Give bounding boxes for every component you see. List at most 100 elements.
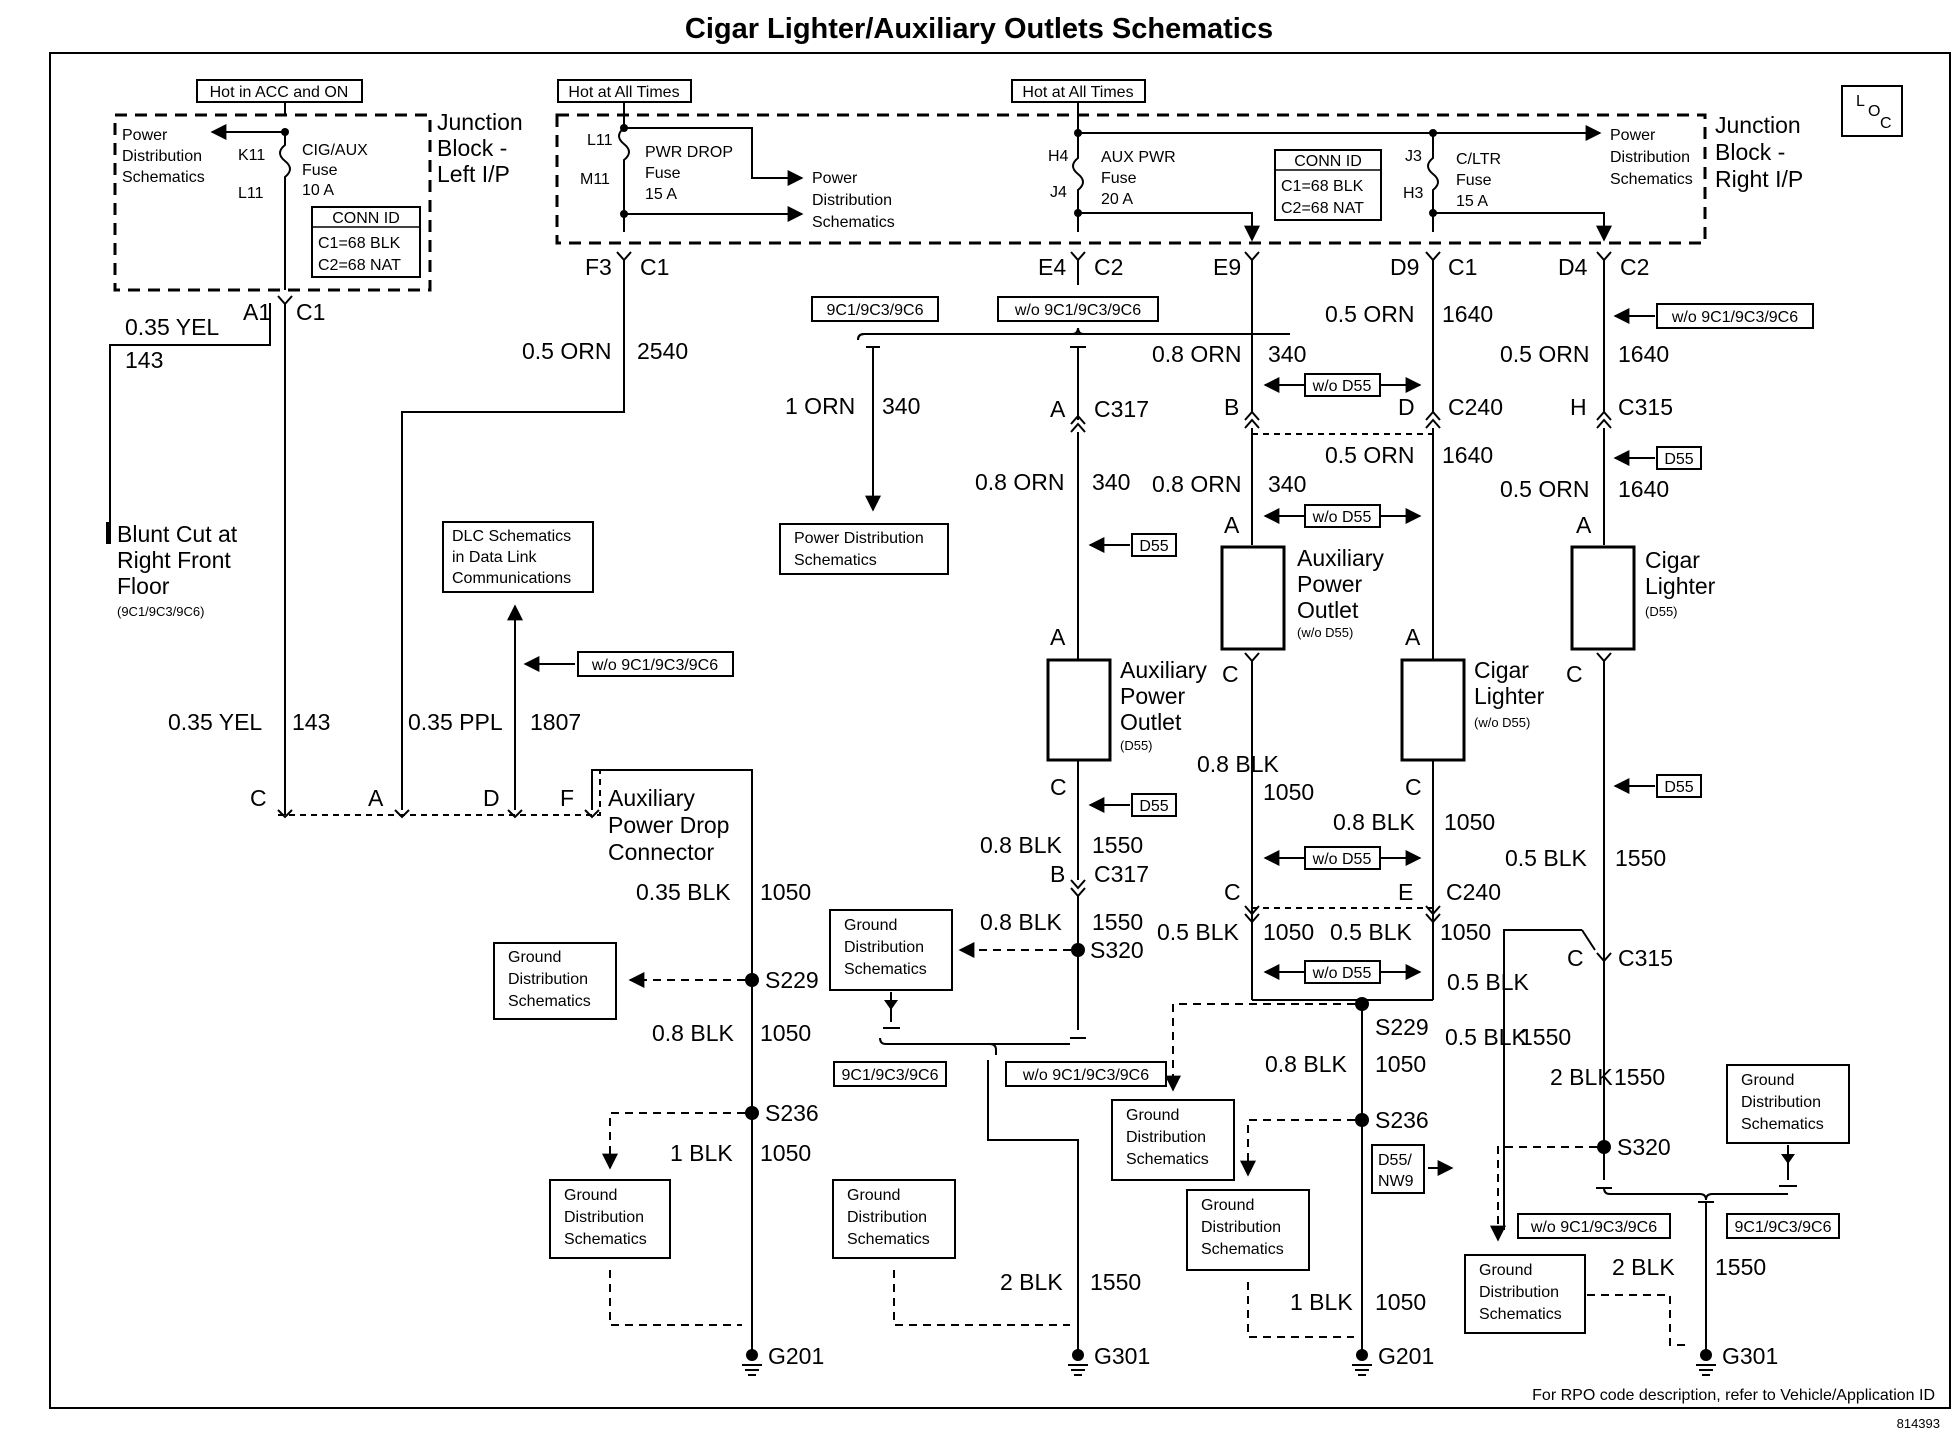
svg-text:0.5 BLK: 0.5 BLK xyxy=(1445,1024,1527,1050)
svg-text:C2=68 NAT: C2=68 NAT xyxy=(1281,200,1364,217)
svg-text:Schematics: Schematics xyxy=(847,1231,930,1248)
wire-1050-e9: C 0.8 BLK 1050 C 0.5 BLK 1050 xyxy=(1157,652,1314,1000)
svg-text:Fuse: Fuse xyxy=(645,165,681,182)
svg-text:D4: D4 xyxy=(1558,254,1588,280)
svg-text:C1: C1 xyxy=(296,299,325,325)
svg-text:D55: D55 xyxy=(1664,779,1693,796)
figure-number: 814393 xyxy=(1897,1416,1940,1431)
svg-text:1050: 1050 xyxy=(1263,919,1314,945)
svg-text:0.8 BLK: 0.8 BLK xyxy=(652,1020,734,1046)
svg-text:340: 340 xyxy=(882,393,920,419)
option-split-right: w/o 9C1/9C3/9C6 9C1/9C3/9C6 2 BLK 1550 xyxy=(1517,1187,1840,1355)
svg-text:Block -: Block - xyxy=(1715,139,1785,165)
svg-text:9C1/9C3/9C6: 9C1/9C3/9C6 xyxy=(827,302,924,319)
svg-text:H: H xyxy=(1570,394,1587,420)
svg-text:15 A: 15 A xyxy=(645,186,677,203)
svg-text:S236: S236 xyxy=(1375,1107,1429,1133)
svg-text:Power: Power xyxy=(1120,683,1186,709)
blunt-cut-label: Blunt Cut at Right Front Floor (9C1/9C3/… xyxy=(106,521,238,619)
svg-text:C315: C315 xyxy=(1618,394,1673,420)
svg-text:E9: E9 xyxy=(1213,254,1241,280)
junction-block-left: Hot in ACC and ON Junction Block - Left … xyxy=(113,79,523,325)
ground-dist-box-1[interactable]: Ground Distribution Schematics xyxy=(493,942,745,1020)
jb-left-name-3: Left I/P xyxy=(437,161,510,187)
ground-dist-box-7[interactable]: Ground Distribution Schematics xyxy=(1464,1254,1688,1346)
ground-dist-box-2[interactable]: Ground Distribution Schematics xyxy=(549,1112,745,1326)
svg-text:in Data Link: in Data Link xyxy=(452,549,537,566)
wire-1550-d55-outlet: C D55 0.8 BLK 1550 B C317 0.8 BLK 1550 S… xyxy=(958,760,1177,1039)
svg-text:C/LTR: C/LTR xyxy=(1456,151,1501,168)
svg-text:Connector: Connector xyxy=(608,839,714,865)
page-title: Cigar Lighter/Auxiliary Outlets Schemati… xyxy=(685,13,1273,45)
cig-aux-fuse xyxy=(279,132,291,290)
d55-nw9-box: D55/ NW9 xyxy=(1371,1144,1454,1194)
footer-note: For RPO code description, refer to Vehic… xyxy=(1532,1387,1935,1404)
dlc-schematics-box[interactable]: DLC Schematics in Data Link Communicatio… xyxy=(442,521,594,593)
cigar-lighter-d55: Cigar Lighter (D55) xyxy=(1570,545,1716,651)
svg-text:Schematics: Schematics xyxy=(122,169,205,186)
svg-text:C315: C315 xyxy=(1618,945,1673,971)
svg-text:D9: D9 xyxy=(1390,254,1419,280)
svg-text:w/o D55: w/o D55 xyxy=(1312,965,1372,982)
svg-text:w/o 9C1/9C3/9C6: w/o 9C1/9C3/9C6 xyxy=(1022,1067,1149,1084)
ground-dist-box-8[interactable]: Ground Distribution Schematics xyxy=(1726,1064,1850,1187)
ground-dist-box-5[interactable]: Ground Distribution Schematics xyxy=(1111,1099,1235,1181)
svg-text:Ground: Ground xyxy=(1126,1107,1179,1124)
svg-text:O: O xyxy=(1868,103,1880,120)
svg-text:Blunt Cut at: Blunt Cut at xyxy=(117,521,238,547)
power-distribution-box[interactable]: Power Distribution Schematics xyxy=(779,523,949,575)
svg-text:0.8 BLK: 0.8 BLK xyxy=(980,909,1062,935)
svg-text:0.8 BLK: 0.8 BLK xyxy=(1197,751,1279,777)
svg-text:1807: 1807 xyxy=(530,709,581,735)
ground-dist-box-6[interactable]: Ground Distribution Schematics xyxy=(1186,1189,1354,1338)
ground-g201-left: G201 xyxy=(742,1343,824,1376)
svg-text:0.8 ORN: 0.8 ORN xyxy=(1152,471,1241,497)
svg-text:1 BLK: 1 BLK xyxy=(1290,1289,1353,1315)
svg-text:S320: S320 xyxy=(1617,1134,1671,1160)
svg-text:C317: C317 xyxy=(1094,396,1149,422)
svg-text:CONN ID: CONN ID xyxy=(332,210,400,227)
svg-text:1640: 1640 xyxy=(1442,442,1493,468)
svg-text:A1: A1 xyxy=(243,299,271,325)
svg-text:A: A xyxy=(368,785,384,811)
svg-text:Ground: Ground xyxy=(1479,1262,1532,1279)
svg-text:Fuse: Fuse xyxy=(1456,172,1492,189)
svg-text:w/o 9C1/9C3/9C6: w/o 9C1/9C3/9C6 xyxy=(591,657,718,674)
svg-text:D55: D55 xyxy=(1139,798,1168,815)
svg-text:340: 340 xyxy=(1268,341,1306,367)
wire-2540: 0.5 ORN 2540 xyxy=(401,251,688,810)
svg-text:C2=68 NAT: C2=68 NAT xyxy=(318,257,401,274)
hot-label: Hot in ACC and ON xyxy=(210,84,349,101)
svg-text:F: F xyxy=(560,785,574,811)
ground-dist-box-3[interactable]: Ground Distribution Schematics xyxy=(829,909,953,1029)
svg-text:Power Distribution: Power Distribution xyxy=(794,530,924,547)
splice-s236-a xyxy=(745,1106,759,1120)
aux-power-outlet-d55: Auxiliary Power Outlet (D55) xyxy=(1046,657,1207,762)
svg-text:Schematics: Schematics xyxy=(1201,1241,1284,1258)
svg-text:0.5 BLK: 0.5 BLK xyxy=(1505,845,1587,871)
svg-text:D: D xyxy=(483,785,500,811)
svg-text:Distribution: Distribution xyxy=(564,1209,644,1226)
svg-text:J3: J3 xyxy=(1405,148,1422,165)
svg-text:Distribution: Distribution xyxy=(508,971,588,988)
svg-text:C317: C317 xyxy=(1094,861,1149,887)
svg-text:Communications: Communications xyxy=(452,570,571,587)
ground-dist-box-4[interactable]: Ground Distribution Schematics xyxy=(832,1179,1070,1326)
svg-text:(9C1/9C3/9C6): (9C1/9C3/9C6) xyxy=(117,604,204,619)
svg-text:(D55): (D55) xyxy=(1645,604,1678,619)
svg-text:M11: M11 xyxy=(580,171,610,188)
svg-text:(w/o D55): (w/o D55) xyxy=(1297,625,1353,640)
svg-text:1050: 1050 xyxy=(1375,1289,1426,1315)
svg-text:w/o D55: w/o D55 xyxy=(1312,851,1372,868)
svg-text:1550: 1550 xyxy=(1614,1064,1665,1090)
svg-text:D55/: D55/ xyxy=(1378,1152,1412,1169)
svg-text:Auxiliary: Auxiliary xyxy=(1297,545,1384,571)
svg-text:0.8 BLK: 0.8 BLK xyxy=(1265,1051,1347,1077)
svg-text:Fuse: Fuse xyxy=(302,162,338,179)
svg-text:w/o D55: w/o D55 xyxy=(1312,509,1372,526)
svg-text:Power: Power xyxy=(1610,127,1656,144)
svg-text:20 A: 20 A xyxy=(1101,191,1133,208)
wire-1050-left: 0.35 BLK 1050 0.8 BLK 1050 1 BLK 1050 S2… xyxy=(591,769,819,1355)
svg-text:Power: Power xyxy=(812,170,858,187)
